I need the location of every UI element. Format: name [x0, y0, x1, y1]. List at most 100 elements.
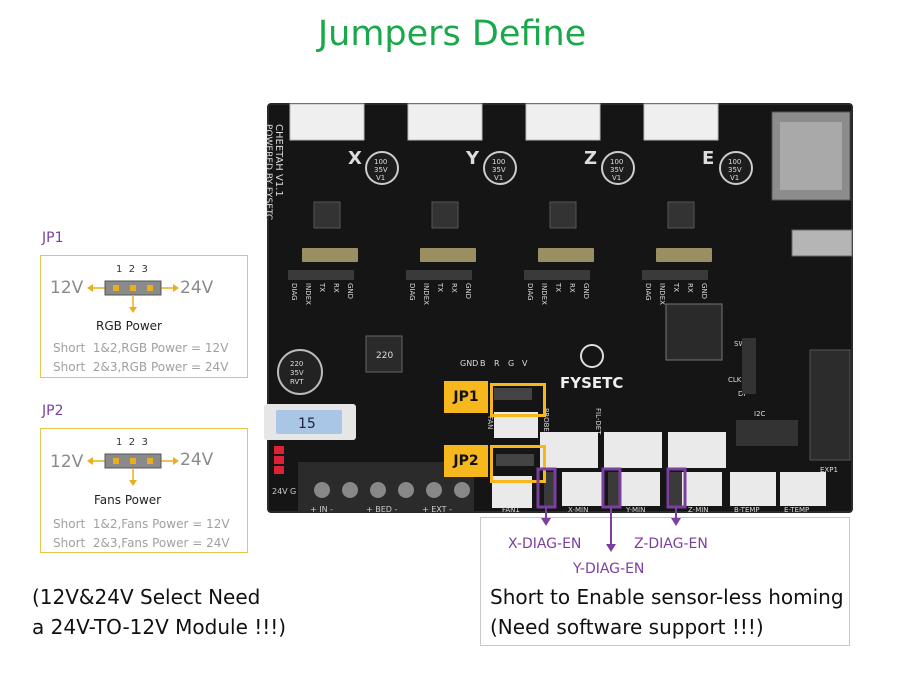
cap-y-text-1: 100 — [492, 158, 505, 166]
big-cap-text-3: RVT — [290, 378, 304, 386]
usb-port — [791, 229, 853, 257]
cap-z-text-1: 100 — [610, 158, 623, 166]
jp1-label: JP1 — [42, 230, 64, 246]
jp1-note-1: Short 1&2,RGB Power = 12V — [53, 341, 229, 355]
driver-e-pin-tx: TX — [672, 282, 680, 292]
driver-z-pin-diag: DIAG — [526, 283, 534, 301]
jp2-highlight — [490, 445, 546, 483]
silk-probe: PROBE — [542, 408, 550, 432]
left-note: (12V&24V Select Need a 24V-TO-12V Module… — [32, 582, 286, 642]
driver-y-pin-tx: TX — [436, 282, 444, 292]
jp2-left-voltage: 12V — [50, 452, 84, 472]
driver-x-pin-gnd: GND — [346, 283, 354, 299]
axis-label-e: E — [702, 148, 714, 169]
pcb-outline — [268, 104, 852, 512]
x-diag-highlight — [536, 467, 557, 509]
terminal-label-ext: + EXT - — [422, 505, 452, 514]
driver-z: 100 35V V1 DIAG INDEX TX RX GND — [524, 151, 635, 305]
silk-side-text-2: POWERED BY FYSETC — [263, 124, 273, 220]
driver-y: 100 35V V1 DIAG INDEX TX RX GND — [406, 151, 517, 305]
cap-x-text-3: V1 — [376, 174, 385, 182]
driver-y-pin-diag: DIAG — [408, 283, 416, 301]
silk-g2: G — [508, 359, 514, 368]
driver-e-pin-index: INDEX — [658, 283, 666, 305]
big-cap-text-2: 35V — [290, 369, 304, 377]
axis-label-y: Y — [465, 148, 480, 169]
jp1-highlight — [490, 383, 546, 417]
jp2-power-name: Fans Power — [94, 493, 162, 507]
big-cap-text-1: 220 — [290, 360, 303, 368]
driver-e-pin-rx: RX — [686, 283, 694, 293]
silk-fan: FAN — [486, 416, 494, 429]
silk-g: G — [290, 487, 296, 496]
jp1-note-2: Short 2&3,RGB Power = 24V — [53, 360, 229, 374]
right-note-line-1: Short to Enable sensor-less homing — [490, 585, 844, 609]
terminal-label-bed: + BED - — [366, 505, 397, 514]
y-diag-en-label: Y-DIAG-EN — [573, 561, 645, 577]
motor-connectors — [289, 103, 719, 141]
driver-z-pin-gnd: GND — [582, 283, 590, 299]
y-diag-arrow-head — [606, 544, 616, 552]
driver-z-pin-tx: TX — [554, 282, 562, 292]
driver-x-pin-index: INDEX — [304, 283, 312, 305]
cap-z-text-2: 35V — [610, 166, 624, 174]
driver-x-pin-tx: TX — [318, 282, 326, 292]
silk-side-text: CHEETAH V1.1 — [273, 124, 284, 197]
z-diag-en-label: Z-DIAG-EN — [634, 536, 708, 552]
jp2-label: JP2 — [42, 403, 64, 419]
jp1-tag: JP1 — [444, 381, 488, 413]
silk-z-min: Z-MIN — [688, 506, 709, 514]
left-note-line-2: a 24V-TO-12V Module !!!) — [32, 615, 287, 639]
jp2-tag: JP2 — [444, 445, 488, 477]
driver-y-pin-index: INDEX — [422, 283, 430, 305]
cap-e-text-3: V1 — [730, 174, 739, 182]
silk-x-min: X-MIN — [568, 506, 588, 514]
silk-y-min: Y-MIN — [625, 506, 645, 514]
jp1-left-voltage: 12V — [50, 278, 84, 298]
silk-e-temp: E-TEMP — [784, 506, 809, 514]
jp1-power-name: RGB Power — [96, 319, 162, 333]
y-diag-highlight — [601, 467, 622, 509]
jp1-right-voltage: 24V — [180, 278, 214, 298]
silk-24v: 24V — [272, 487, 288, 496]
axis-label-x: X — [348, 148, 362, 169]
cap-x-text-2: 35V — [374, 166, 388, 174]
left-note-line-1: (12V&24V Select Need — [32, 585, 261, 609]
jp1-header-icon — [87, 280, 179, 313]
driver-e-pin-gnd: GND — [700, 283, 708, 299]
jp2-note-2: Short 2&3,Fans Power = 24V — [53, 536, 230, 550]
right-note: Short to Enable sensor-less homing (Need… — [490, 582, 844, 642]
right-note-box — [480, 517, 850, 646]
jp1-legend-box: 1 2 3 12V 24V RGB Power Short 1&2,RGB Po… — [40, 255, 248, 378]
silk-fil-det: FIL-DET — [594, 408, 602, 435]
jp2-note-1: Short 1&2,Fans Power = 12V — [53, 517, 230, 531]
diag-arrows — [536, 467, 687, 552]
silk-b: B — [480, 359, 486, 368]
driver-x-pin-diag: DIAG — [290, 283, 298, 301]
right-note-line-2: (Need software support !!!) — [490, 615, 764, 639]
z-diag-highlight — [666, 467, 687, 509]
terminal-label-in: + IN - — [310, 505, 333, 514]
brand-text: FYSETC — [560, 374, 623, 392]
driver-e-pin-diag: DIAG — [644, 283, 652, 301]
jp1-pin-numbers: 1 2 3 — [116, 264, 148, 275]
silk-i2c: I2C — [754, 410, 766, 418]
axis-label-z: Z — [584, 148, 597, 169]
silk-di: DI — [738, 390, 745, 398]
brand-logo-icon — [580, 344, 604, 368]
cap-e-text-2: 35V — [728, 166, 742, 174]
driver-x-pin-rx: RX — [332, 283, 340, 293]
x-diag-arrow-head — [541, 518, 551, 526]
silk-fan1: FAN1 — [502, 506, 520, 514]
silk-exp1: EXP1 — [820, 466, 838, 474]
pcb-board: CHEETAH V1.1 POWERED BY FYSETC X Y Z E 1… — [263, 103, 853, 514]
fuse — [276, 410, 342, 434]
exp1-header — [809, 349, 851, 461]
driver-y-pin-rx: RX — [450, 283, 458, 293]
cap-y-text-3: V1 — [494, 174, 503, 182]
cap-z-text-3: V1 — [612, 174, 621, 182]
silk-gnd: GND — [460, 359, 478, 368]
fuse-text: 15 — [298, 416, 316, 432]
silk-b-temp: B-TEMP — [734, 506, 760, 514]
x-diag-en-label: X-DIAG-EN — [508, 536, 582, 552]
